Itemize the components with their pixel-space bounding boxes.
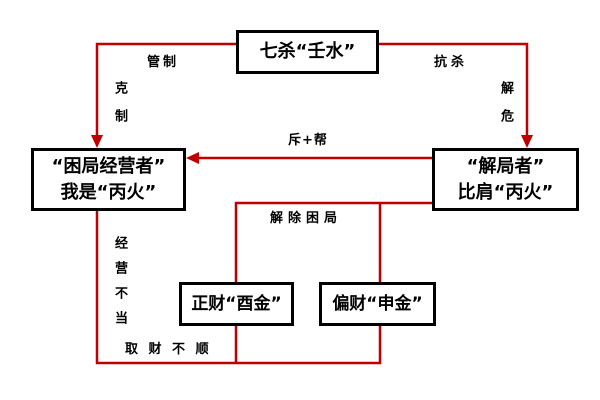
edge-label-guanzhi: 管制 [147, 55, 180, 70]
edge-label-qucai-bushun: 取 财 不 顺 [125, 342, 212, 357]
node-rescuer-line1: “解局者” [466, 155, 545, 177]
node-qisha-label: 七杀“壬水” [259, 41, 356, 62]
edge-label-kangsha: 抗杀 [434, 55, 469, 70]
node-zhengcai-label: 正财“酉金” [191, 294, 282, 314]
node-operator-line2: 我是“丙火” [60, 181, 157, 203]
node-rescuer: “解局者” 比肩“丙火” [432, 148, 579, 211]
connector-operator-to-wealth [95, 211, 382, 365]
edge-label-jiechu-kunju: 解除困局 [270, 211, 343, 226]
node-piancai-label: 偏财“申金” [332, 294, 423, 314]
edge-label-jiewei: 解危 [498, 81, 513, 137]
node-qisha: 七杀“壬水” [236, 30, 379, 74]
connector-lines [95, 42, 529, 365]
arrowhead-to-rescuer-top [521, 135, 533, 148]
node-operator-line1: “困局经营者” [51, 155, 166, 177]
edge-label-chibang: 斥+帮 [288, 133, 328, 148]
connector-qisha-to-rescuer [379, 42, 529, 137]
connector-qisha-to-operator [95, 42, 236, 137]
node-trapped-operator: “困局经营者” 我是“丙火” [31, 148, 186, 211]
node-zhengcai: 正财“酉金” [179, 282, 294, 326]
connector-rescuer-to-zhengcai [234, 201, 432, 282]
node-rescuer-line2: 比肩“丙火” [457, 181, 554, 203]
arrowheads [91, 135, 533, 164]
node-piancai: 偏财“申金” [319, 282, 436, 326]
edge-label-jingying-budang: 经营不当 [112, 236, 127, 336]
arrowhead-to-operator-top [91, 135, 103, 148]
arrowhead-to-operator-side [186, 152, 199, 164]
edge-label-kezhi: 克制 [112, 81, 127, 137]
